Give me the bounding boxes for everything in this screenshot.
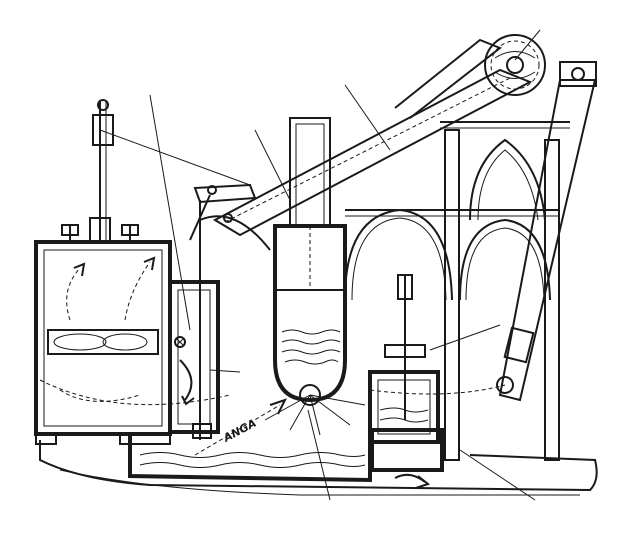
- engine-frame: [212, 38, 570, 461]
- condenser-arrow-label: ANGA: [220, 417, 258, 446]
- walking-beam: [212, 68, 533, 237]
- condensate-flow: [194, 404, 281, 456]
- water-surface: [281, 329, 341, 365]
- leader-lines: [149, 29, 541, 501]
- valve-chest: [168, 200, 220, 440]
- guide-lines: [39, 379, 506, 406]
- steam-flow-arrow: [66, 267, 81, 321]
- parallel-motion: [99, 129, 271, 251]
- steam-flow-arrow: [124, 261, 151, 321]
- connecting-rod: [496, 61, 597, 402]
- chimney-tower: [273, 117, 347, 403]
- hot-well: [368, 274, 444, 489]
- foundation: [39, 440, 598, 496]
- crank-wheel: [484, 34, 546, 96]
- piston: [47, 329, 159, 355]
- steam-cylinder: [34, 99, 172, 445]
